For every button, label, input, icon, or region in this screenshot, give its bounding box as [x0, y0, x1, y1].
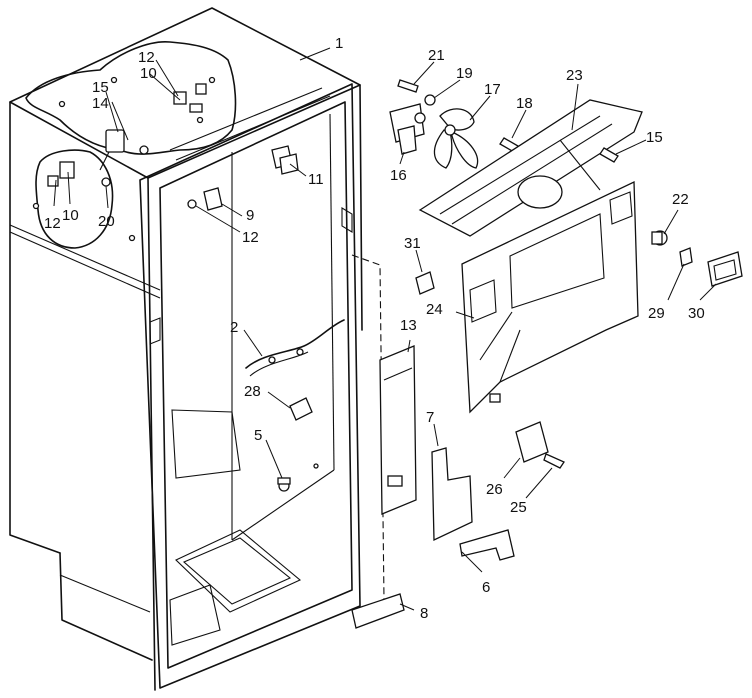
- callout-labels: 1 12 10 15 14 12 10 20 11 9 12 2 28 5 13…: [44, 35, 705, 622]
- callout-6: 6: [482, 579, 490, 596]
- callout-10-top: 10: [140, 65, 157, 82]
- callout-18: 18: [516, 95, 533, 112]
- callout-11: 11: [308, 171, 324, 188]
- part-19-grommet: [424, 94, 436, 106]
- callout-20: 20: [98, 213, 115, 230]
- part-24-rear-panel: [461, 180, 639, 414]
- callout-12-left: 12: [44, 215, 61, 232]
- callout-8: 8: [420, 605, 428, 622]
- callout-12-top: 12: [138, 49, 155, 66]
- callout-13: 13: [400, 317, 417, 334]
- callout-15-right: 15: [646, 129, 663, 146]
- part-8-rail: [351, 593, 405, 629]
- part-10-upper-clip: [173, 83, 207, 113]
- part-20-thermistor: [101, 177, 111, 187]
- part-22-socket: [651, 230, 668, 246]
- part-2-wire-harness: [245, 319, 345, 377]
- part-23-fan-shroud: [418, 99, 643, 237]
- callout-26: 26: [486, 481, 503, 498]
- callout-25: 25: [510, 499, 527, 516]
- callout-17: 17: [484, 81, 501, 98]
- part-14-connector: [105, 129, 149, 155]
- part-9-switch: [187, 187, 223, 211]
- part-7-panel: [431, 447, 473, 542]
- cabinet-front-frame: [139, 83, 361, 689]
- callout-19: 19: [456, 65, 473, 82]
- part-28-control: [289, 397, 313, 421]
- part-25-screw: [543, 453, 565, 469]
- callout-10-left: 10: [62, 207, 79, 224]
- part-10-lower-clip: [47, 161, 75, 187]
- callout-1: 1: [335, 35, 343, 52]
- wiring-harness-top: [25, 41, 237, 249]
- callout-16: 16: [390, 167, 407, 184]
- part-31-clip: [415, 271, 435, 295]
- callout-14: 14: [92, 95, 109, 112]
- part-29-bulb: [679, 247, 693, 267]
- callout-30: 30: [688, 305, 705, 322]
- callout-15-left: 15: [92, 79, 109, 96]
- part-16-fan-motor: [389, 103, 426, 155]
- callout-31: 31: [404, 235, 421, 252]
- callout-7: 7: [426, 409, 434, 426]
- part-21-screw: [397, 79, 419, 93]
- part-5-lamp-socket: [277, 463, 319, 492]
- part-6-bracket: [459, 529, 515, 561]
- callout-2: 2: [230, 319, 238, 336]
- top-screws: [32, 76, 216, 242]
- callout-21: 21: [428, 47, 445, 64]
- cabinet-outline: [9, 7, 363, 691]
- leader-lines: [53, 47, 717, 611]
- part-26-plate: [515, 421, 549, 463]
- callout-12-mid: 12: [242, 229, 259, 246]
- callout-23: 23: [566, 67, 583, 84]
- callout-22: 22: [672, 191, 689, 208]
- callout-28: 28: [244, 383, 261, 400]
- part-11-bracket: [271, 145, 299, 175]
- assembly-guide-line: [351, 254, 385, 606]
- callout-24: 24: [426, 301, 443, 318]
- callout-9: 9: [246, 207, 254, 224]
- callout-5: 5: [254, 427, 262, 444]
- part-17-fan-blade: [433, 108, 479, 169]
- part-15-screw-right: [599, 147, 619, 163]
- callout-29: 29: [648, 305, 665, 322]
- part-13-side-panel: [379, 345, 417, 515]
- part-30-lamp-shield: [707, 251, 743, 287]
